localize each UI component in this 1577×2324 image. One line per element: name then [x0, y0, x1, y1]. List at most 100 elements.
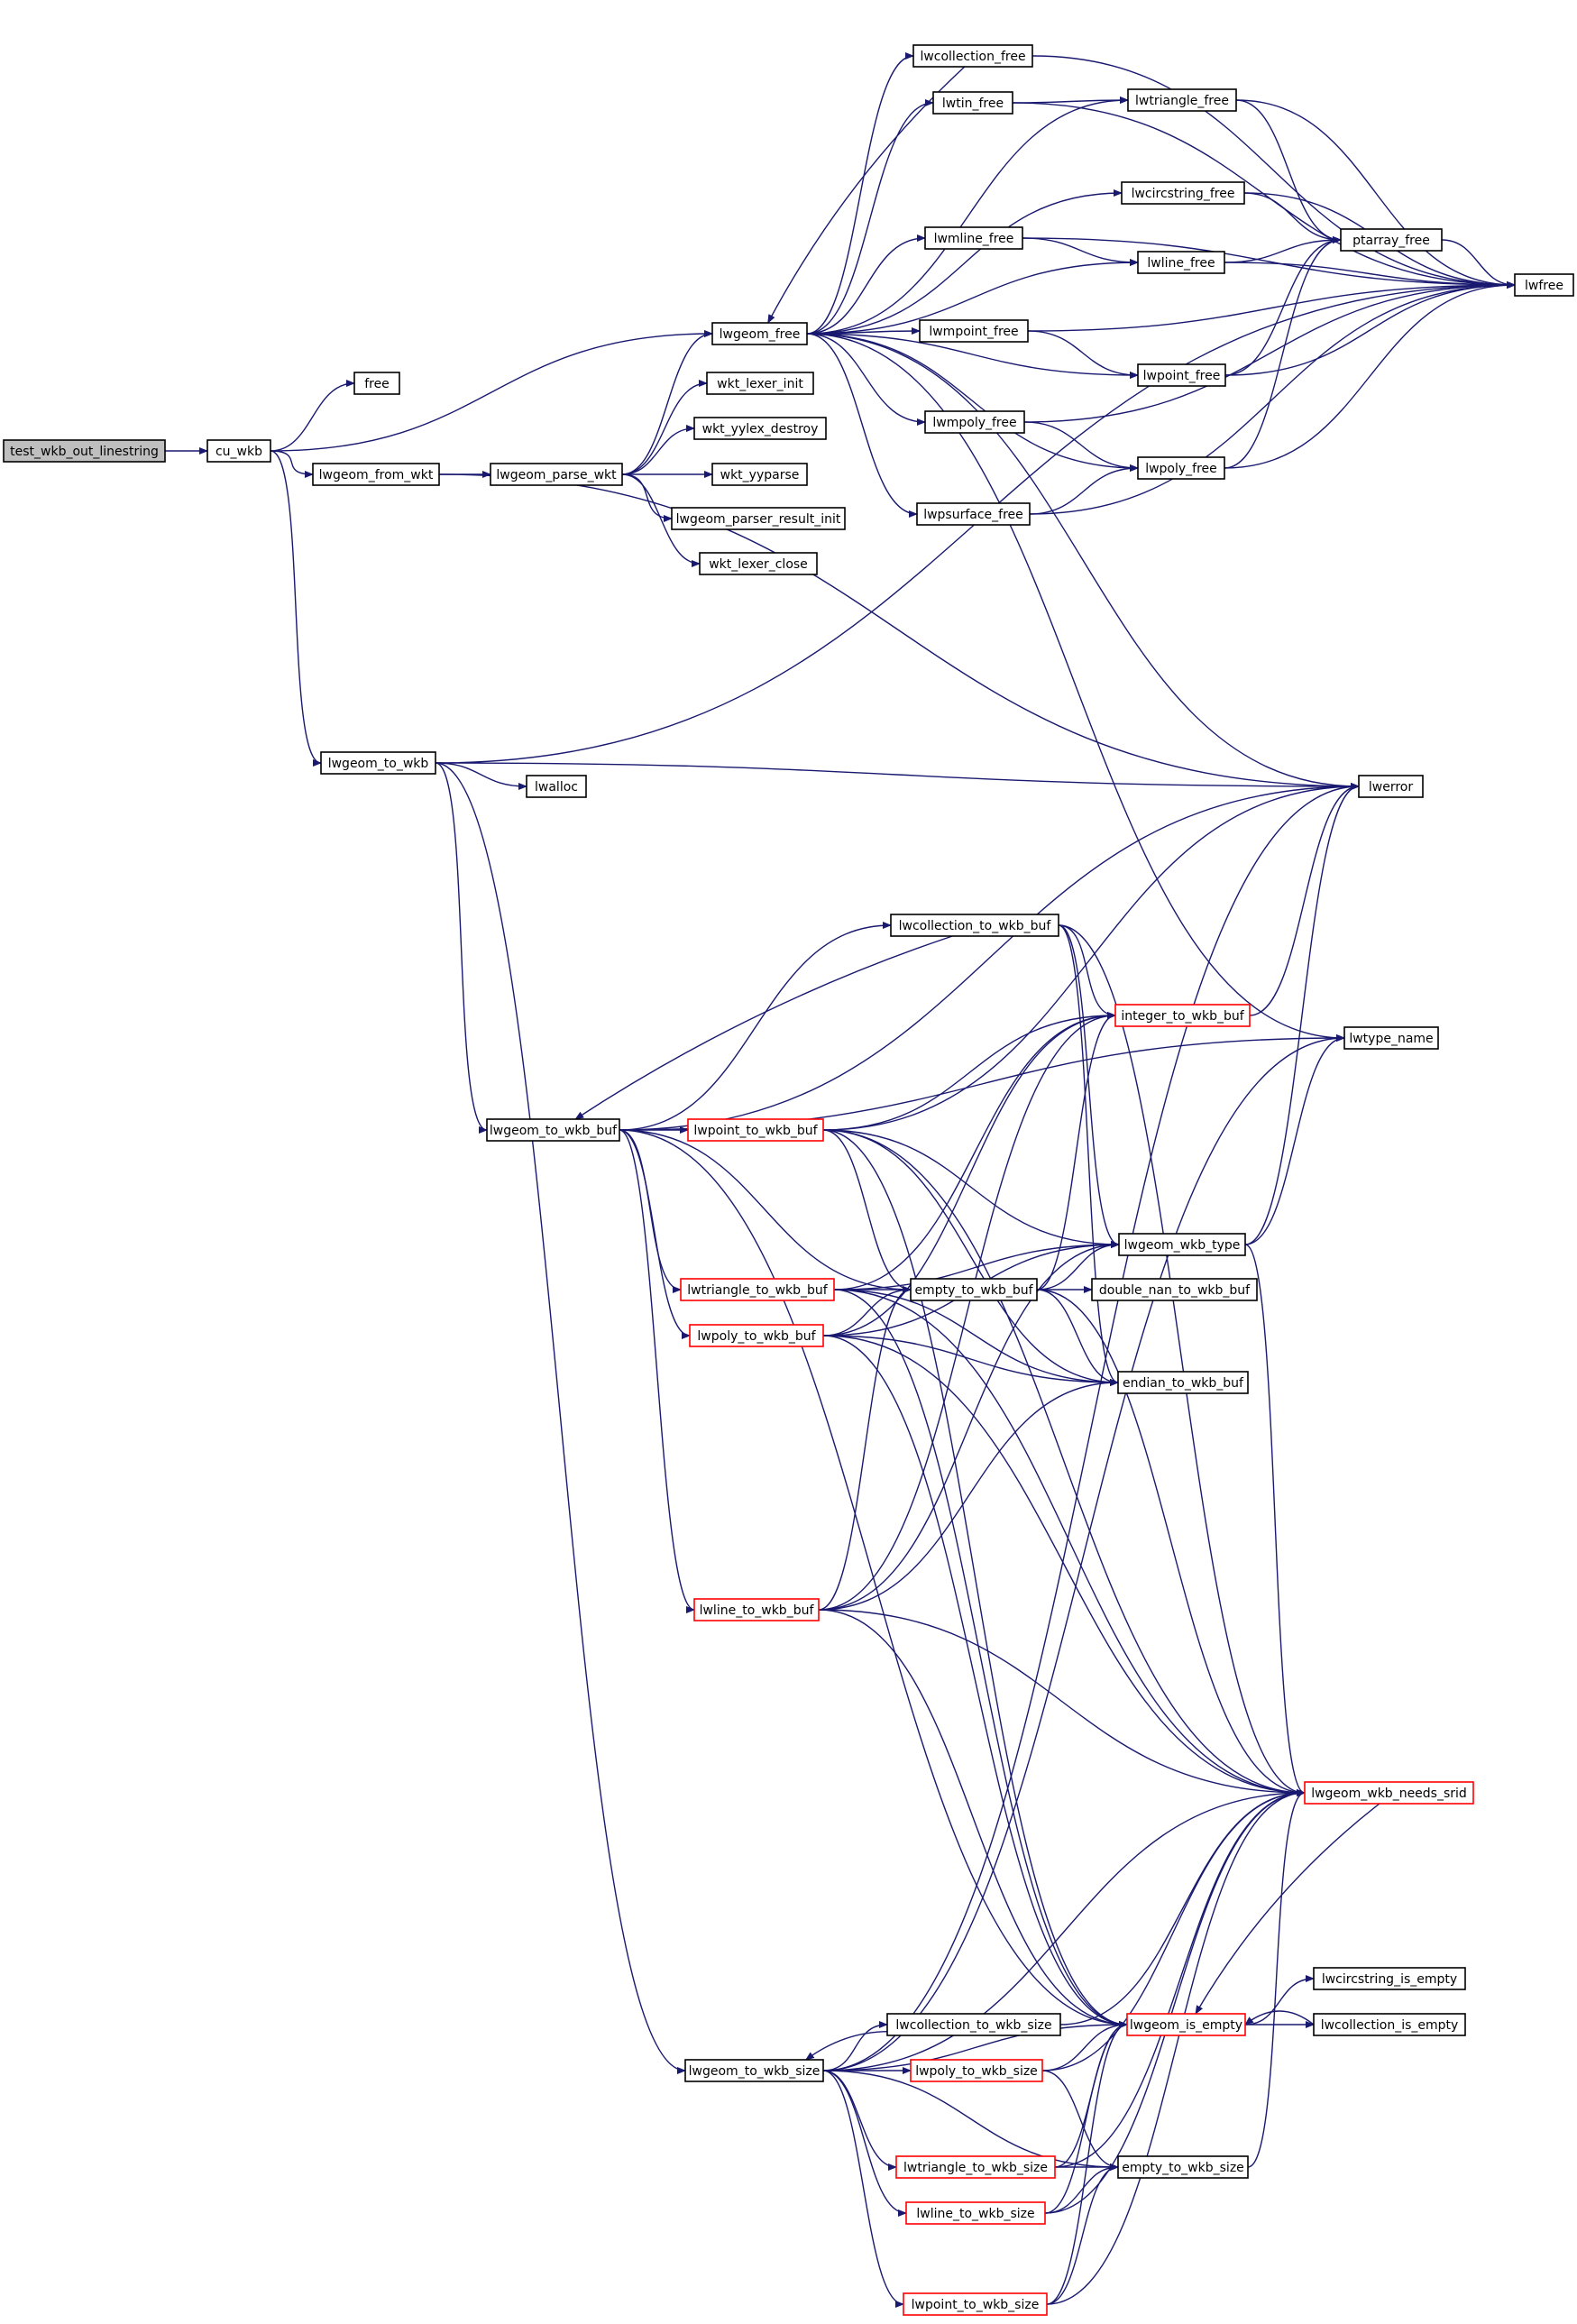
node-lwline-to-wkb-buf[interactable]: lwline_to_wkb_buf [693, 1598, 820, 1621]
node-box [711, 463, 808, 486]
edge-lwgeom_to_wkb_size-to-lwgeom_is_empty [822, 2021, 1128, 2071]
node-lwpoint-to-wkb-size[interactable]: lwpoint_to_wkb_size [903, 2292, 1048, 2316]
node-lwcollection-is-empty[interactable]: lwcollection_is_empty [1313, 2013, 1466, 2036]
node-wkt-yylex-destroy[interactable]: wkt_yylex_destroy [693, 417, 827, 440]
node-double-nan-to-wkb-buf[interactable]: double_nan_to_wkb_buf [1091, 1278, 1258, 1301]
node-box [699, 552, 818, 575]
node-free[interactable]: free [353, 372, 400, 395]
node-lwcollection-to-wkb-size[interactable]: lwcollection_to_wkb_size [886, 2013, 1061, 2036]
node-label: lwpoint_to_wkb_buf [693, 1124, 818, 1138]
node-label: lwline_to_wkb_buf [700, 1603, 815, 1618]
node-wkt-lexer-close[interactable]: wkt_lexer_close [699, 552, 818, 575]
node-lwpoint-free[interactable]: lwpoint_free [1137, 363, 1226, 387]
node-lwtriangle-to-wkb-buf[interactable]: lwtriangle_to_wkb_buf [680, 1278, 835, 1301]
edge-lwcollection_is_empty-to-lwgeom_is_empty [1244, 2010, 1315, 2025]
node-lwalloc[interactable]: lwalloc [526, 775, 587, 798]
node-wkt-yyparse[interactable]: wkt_yyparse [711, 463, 808, 486]
edge-lwpoint_free-to-lwfree [1224, 281, 1516, 376]
edge-cu_wkb-to-lwgeom_from_wkt [270, 450, 314, 478]
node-label: lwtriangle_to_wkb_buf [687, 1283, 829, 1298]
node-lwgeom-parse-wkt[interactable]: lwgeom_parse_wkt [490, 463, 623, 486]
node-lwgeom-wkb-needs-srid[interactable]: lwgeom_wkb_needs_srid [1304, 1781, 1474, 1805]
node-label: lwtriangle_to_wkb_size [903, 2161, 1048, 2175]
node-label: free [364, 377, 390, 391]
node-lwgeom-to-wkb[interactable]: lwgeom_to_wkb [320, 751, 436, 775]
edge-lwgeom_to_wkb_size-to-lwgeom_wkb_needs_srid [822, 1789, 1306, 2071]
node-label: lwpoly_to_wkb_buf [697, 1329, 816, 1344]
node-box [924, 226, 1023, 250]
edge-lwgeom_free-to-lwline_free [806, 259, 1139, 335]
edge-lwgeom_wkb_type-to-lwerror [1244, 783, 1360, 1245]
node-box [706, 372, 814, 395]
node-lwtriangle-free[interactable]: lwtriangle_free [1127, 88, 1237, 112]
node-label: lwtype_name [1349, 1032, 1433, 1046]
node-wkt-lexer-init[interactable]: wkt_lexer_init [706, 372, 814, 395]
edge-lwmline_free-to-lwline_free [1022, 237, 1139, 266]
node-cu-wkb[interactable]: cu_wkb [206, 439, 271, 463]
node-lwcircstring-free[interactable]: lwcircstring_free [1121, 181, 1245, 205]
node-lwline-to-wkb-size[interactable]: lwline_to_wkb_size [905, 2201, 1046, 2225]
node-lwgeom-is-empty[interactable]: lwgeom_is_empty [1126, 2013, 1246, 2036]
node-label: lwline_free [1147, 256, 1215, 271]
node-empty-to-wkb-buf[interactable]: empty_to_wkb_buf [910, 1278, 1038, 1301]
edge-lwgeom_to_wkb-to-lwalloc [435, 762, 527, 790]
node-lwpoly-free[interactable]: lwpoly_free [1137, 456, 1225, 480]
edge-lwgeom_to_wkb-to-lwgeom_to_wkb_buf [435, 762, 488, 1134]
node-lwgeom-parser-result-init[interactable]: lwgeom_parser_result_init [671, 507, 846, 530]
edge-empty_to_wkb_buf-to-lwgeom_wkb_needs_srid [1036, 1289, 1306, 1796]
edge-lwpoint_to_wkb_size-to-lwgeom_is_empty [1046, 2021, 1128, 2305]
node-label: lwgeom_is_empty [1130, 2018, 1242, 2033]
node-lwpoint-to-wkb-buf[interactable]: lwpoint_to_wkb_buf [687, 1118, 824, 1142]
node-lwerror[interactable]: lwerror [1358, 775, 1424, 798]
node-lwgeom-from-wkt[interactable]: lwgeom_from_wkt [312, 463, 440, 486]
edge-lwgeom_free-to-lwerror [806, 333, 1360, 790]
edge-lwgeom_free-to-lwtriangle_free [806, 96, 1129, 335]
edge-lwcollection_to_wkb_buf-to-lwgeom_wkb_type [1058, 924, 1120, 1248]
node-box [486, 1118, 620, 1142]
edge-lwline_to_wkb_buf-to-lwgeom_wkb_type [818, 1241, 1120, 1611]
node-label: lwalloc [535, 780, 578, 795]
edge-lwline_to_wkb_buf-to-lwgeom_wkb_needs_srid [818, 1609, 1306, 1796]
node-lwtriangle-to-wkb-size[interactable]: lwtriangle_to_wkb_size [895, 2155, 1056, 2179]
node-box [1358, 775, 1424, 798]
node-box [693, 417, 827, 440]
node-lwfree[interactable]: lwfree [1514, 273, 1574, 297]
node-lwpsurface-free[interactable]: lwpsurface_free [916, 502, 1031, 526]
node-box [1313, 1967, 1466, 1990]
node-lwmpoly-free[interactable]: lwmpoly_free [924, 410, 1025, 434]
node-lwcollection-free[interactable]: lwcollection_free [912, 44, 1033, 68]
node-label: lwtriangle_free [1135, 94, 1229, 108]
node-lwcollection-to-wkb-buf[interactable]: lwcollection_to_wkb_buf [890, 914, 1059, 937]
edge-lwmpoint_free-to-lwfree [1027, 281, 1516, 332]
node-lwgeom-to-wkb-buf[interactable]: lwgeom_to_wkb_buf [486, 1118, 620, 1142]
edge-lwgeom_to_wkb_buf-to-empty_to_wkb_buf [619, 1129, 912, 1293]
node-lwmline-free[interactable]: lwmline_free [924, 226, 1023, 250]
node-lwgeom-wkb-type[interactable]: lwgeom_wkb_type [1118, 1233, 1246, 1256]
edge-lwgeom_free-to-lwcollection_free [806, 52, 914, 335]
node-box [903, 2292, 1048, 2316]
node-ptarray-free[interactable]: ptarray_free [1340, 228, 1443, 252]
node-lwtin-free[interactable]: lwtin_free [932, 91, 1013, 115]
edge-lwpoly_to_wkb_size-to-lwgeom_is_empty [1041, 2021, 1128, 2071]
edge-lwpoly_to_wkb_size-to-empty_to_wkb_size [1041, 2070, 1119, 2171]
node-lwpoly-to-wkb-size[interactable]: lwpoly_to_wkb_size [910, 2059, 1043, 2082]
node-label: lwgeom_to_wkb [328, 757, 429, 771]
node-endian-to-wkb-buf[interactable]: endian_to_wkb_buf [1117, 1371, 1249, 1394]
node-lwgeom-free[interactable]: lwgeom_free [711, 322, 808, 345]
node-test-wkb-out-linestring[interactable]: test_wkb_out_linestring [3, 439, 166, 463]
edge-lwpoint_to_wkb_buf-to-lwgeom_is_empty [822, 1129, 1128, 2028]
node-lwpoly-to-wkb-buf[interactable]: lwpoly_to_wkb_buf [689, 1324, 824, 1347]
node-box [490, 463, 623, 486]
node-lwmpoint-free[interactable]: lwmpoint_free [919, 319, 1029, 343]
node-lwline-free[interactable]: lwline_free [1137, 251, 1225, 274]
node-integer-to-wkb-buf[interactable]: integer_to_wkb_buf [1114, 1004, 1251, 1027]
node-empty-to-wkb-size[interactable]: empty_to_wkb_size [1117, 2155, 1249, 2179]
edge-lwgeom_wkb_needs_srid-to-lwgeom_is_empty [1195, 1803, 1380, 2015]
node-label: empty_to_wkb_buf [914, 1283, 1033, 1298]
node-lwcircstring-is-empty[interactable]: lwcircstring_is_empty [1313, 1967, 1466, 1990]
node-lwgeom-to-wkb-size[interactable]: lwgeom_to_wkb_size [684, 2059, 824, 2082]
node-lwtype-name[interactable]: lwtype_name [1343, 1026, 1439, 1050]
edge-ptarray_free-to-lwfree [1441, 239, 1516, 289]
edge-lwcollection_to_wkb_size-to-lwgeom_wkb_needs_srid [1059, 1789, 1306, 2025]
edge-lwpoint_free-to-ptarray_free [1224, 236, 1342, 376]
